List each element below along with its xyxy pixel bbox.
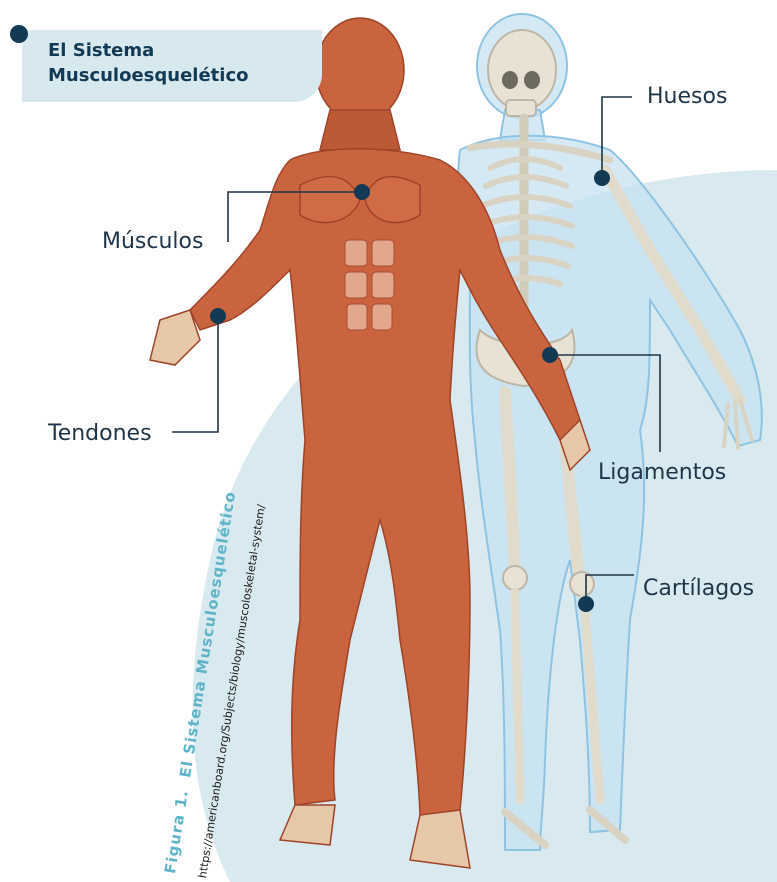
diagram-title: El Sistema Musculoesquelético: [48, 38, 318, 88]
marker-huesos: [594, 170, 610, 186]
label-ligamentos: Ligamentos: [598, 460, 726, 485]
label-cartilagos: Cartílagos: [643, 576, 754, 601]
label-huesos: Huesos: [647, 84, 727, 109]
label-tendones: Tendones: [48, 421, 152, 446]
title-bullet-dot: [10, 25, 28, 43]
marker-musculos: [354, 184, 370, 200]
marker-ligamentos: [542, 347, 558, 363]
marker-cartilagos: [578, 596, 594, 612]
label-musculos: Músculos: [102, 229, 203, 254]
marker-tendones: [210, 308, 226, 324]
